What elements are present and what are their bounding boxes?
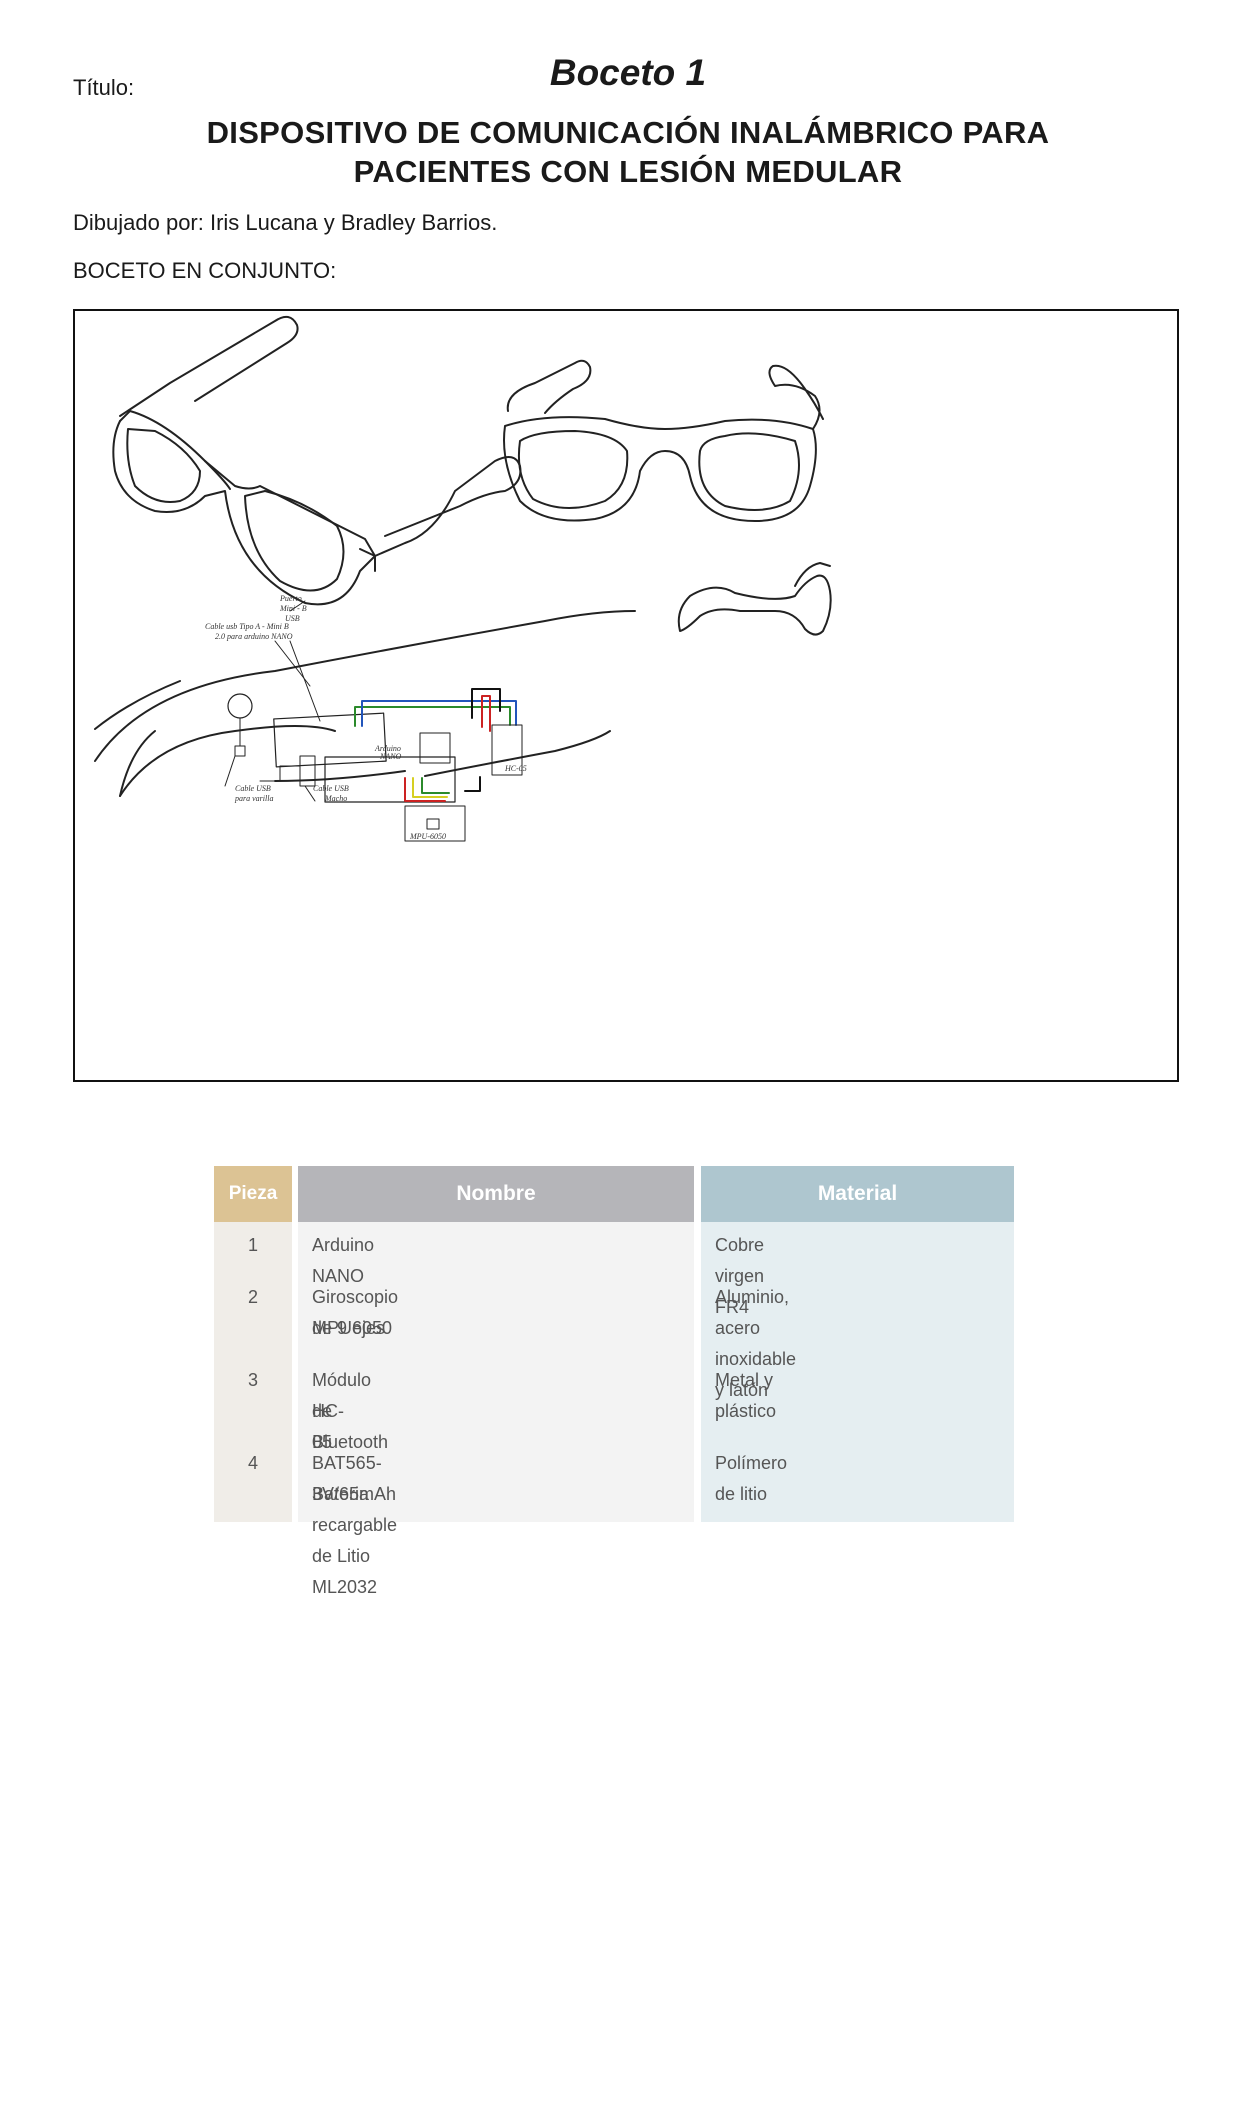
drawn-by-text: Dibujado por: Iris Lucana y Bradley Barr… (73, 210, 498, 235)
glasses-perspective-sketch (112, 315, 522, 606)
nombre-column-background (298, 1222, 694, 1522)
header-material: Material (701, 1166, 1014, 1222)
section-label: BOCETO EN CONJUNTO: (73, 258, 337, 283)
row-3-nombre-line-2: HC-05 (312, 1401, 344, 1452)
row-4-nombre-line-1: BAT565-Bateria recargable de Litio ML203… (312, 1453, 398, 1597)
row-2-nombre-line-2: MPU6050 (312, 1318, 393, 1338)
annotation-arduino-line-2: NANO (379, 752, 402, 761)
glasses-side-sketch (677, 562, 832, 636)
annotation-hc05: HC-05 (504, 764, 527, 773)
row-4-nombre-line-2: 3V/65mAh (312, 1484, 397, 1504)
annotation-arduino-line-1: Arduino (374, 744, 401, 753)
document-title: DISPOSITIVO DE COMUNICACIÓN INALÁMBRICO … (120, 113, 1136, 191)
glasses-sketch-drawing: Puerto Mini - B USB Cable usb Tipo A - M… (94, 315, 832, 842)
row-1-nombre-line-1: Arduino NANO (312, 1235, 375, 1286)
annotation-cable-usb-macho-line-1: Cable USB (313, 784, 349, 793)
boceto-heading: Boceto 1 (549, 52, 707, 93)
sketch-image-frame: Puerto Mini - B USB Cable usb Tipo A - M… (73, 309, 1179, 1082)
header-nombre: Nombre (298, 1166, 694, 1222)
row-3-material: Metal y plástico (715, 1370, 777, 1421)
row-3-nombre-line-1: Módulo de Bluetooth (312, 1370, 389, 1452)
annotation-mini-b: Mini - B (279, 604, 307, 613)
annotation-usb: USB (285, 614, 300, 623)
annotation-puerto: Puerto (279, 594, 302, 603)
temple-closeup-sketch (94, 600, 636, 842)
row-4-pieza: 4 (247, 1453, 258, 1473)
header-pieza: Pieza (214, 1166, 292, 1222)
row-4-material: Polímero de litio (715, 1453, 788, 1504)
annotation-cable-tipo-a-line-1: Cable usb Tipo A - Mini B (205, 622, 289, 631)
row-2-pieza: 2 (247, 1287, 258, 1307)
annotation-cable-usb-macho-line-2: Macho (324, 794, 347, 803)
annotation-mpu: MPU-6050 (409, 832, 446, 841)
pieza-column-background (214, 1222, 292, 1522)
row-3-pieza: 3 (247, 1370, 258, 1390)
annotation-cable-usb-line-1: Cable USB (235, 784, 271, 793)
annotation-cable-tipo-a-line-2: 2.0 para arduino NANO (215, 632, 293, 641)
row-2-nombre-line-1: Giroscopio de 9 ejes (312, 1287, 399, 1338)
row-1-material: Cobre virgen FR4 (715, 1235, 765, 1317)
row-1-pieza: 1 (247, 1235, 258, 1255)
annotation-cable-usb-line-2: para varilla (234, 794, 273, 803)
glasses-front-sketch (503, 359, 824, 522)
document-title-line-1: DISPOSITIVO DE COMUNICACIÓN INALÁMBRICO … (206, 115, 1050, 150)
material-column-background (701, 1222, 1014, 1522)
title-label: Título: (73, 75, 135, 100)
document-title-line-2: PACIENTES CON LESIÓN MEDULAR (353, 154, 903, 189)
row-2-material: Aluminio, acero inoxidable y latón (715, 1287, 797, 1400)
